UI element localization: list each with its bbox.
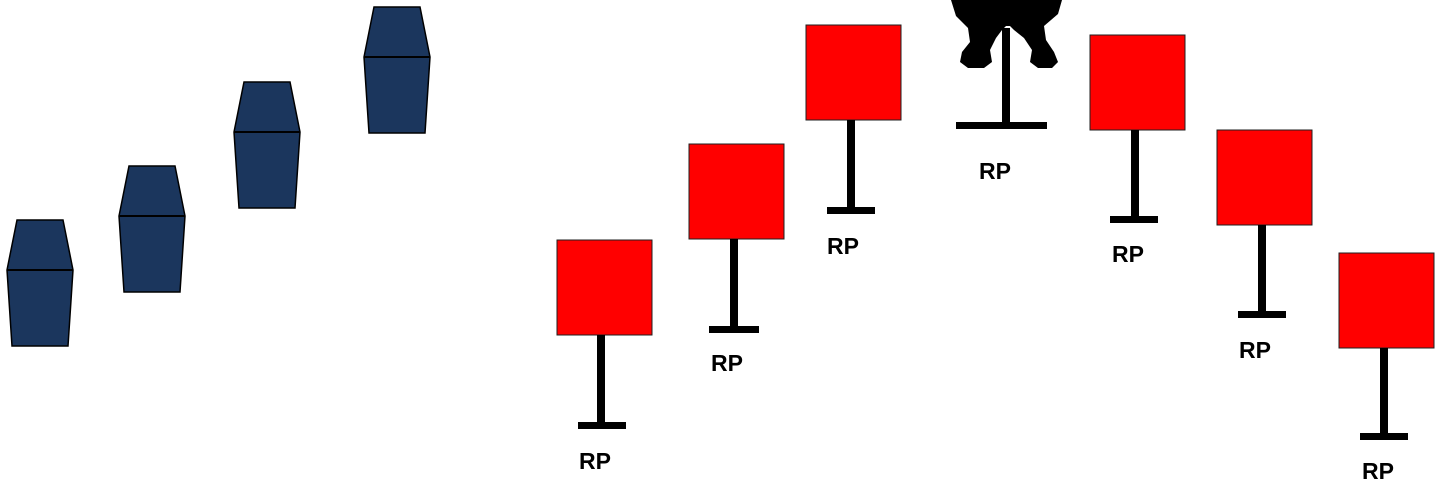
barrels-group [6, 6, 431, 347]
target-label: RP [827, 233, 859, 259]
silhouette-target-icon [951, 0, 1062, 68]
barrel-body [6, 219, 74, 347]
steel-target: RP [556, 239, 653, 474]
barrel-body [118, 165, 186, 293]
barrel-icon [118, 165, 186, 293]
target-label: RP [1362, 458, 1394, 484]
barrel-icon [363, 6, 431, 134]
steel-target: RP [805, 24, 902, 259]
steel-target: RP [688, 143, 785, 376]
steel-target: RP [1216, 129, 1313, 363]
target-label: RP [711, 350, 743, 376]
steel-target: RP [1338, 252, 1435, 484]
barrel-body [363, 6, 431, 134]
target-label: RP [1239, 337, 1271, 363]
target-label: RP [579, 448, 611, 474]
barrel-icon [233, 81, 301, 209]
barrel-icon [6, 219, 74, 347]
target-label: RP [979, 158, 1011, 184]
silhouette-target: RP [951, 0, 1062, 184]
steel-target: RP [1089, 34, 1186, 267]
target-label: RP [1112, 241, 1144, 267]
barrel-body [233, 81, 301, 209]
